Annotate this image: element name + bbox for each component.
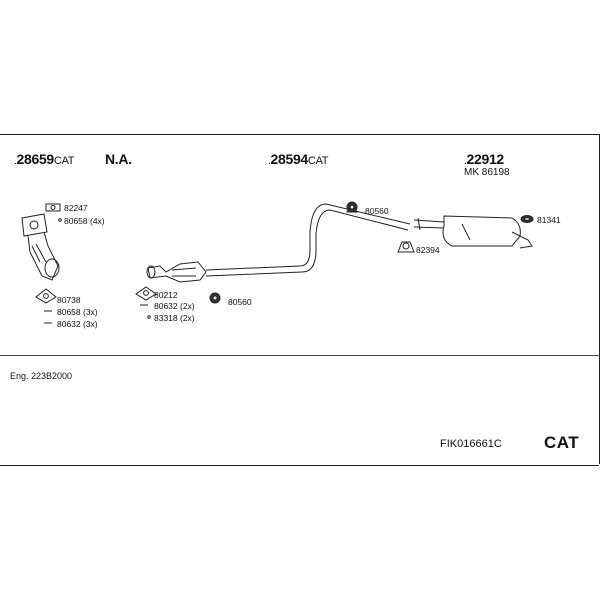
bolt-icon xyxy=(58,218,62,222)
kit-code: FIK016661C xyxy=(440,438,502,450)
engine-code: Eng. 223B2000 xyxy=(10,371,73,381)
clamp-icon xyxy=(397,241,415,253)
gasket-icon xyxy=(135,286,157,301)
group-28659[interactable]: .28659CAT xyxy=(14,151,75,167)
group-number: 28594 xyxy=(270,151,308,167)
part-80560-a-label[interactable]: 80560 xyxy=(365,206,389,216)
group-22912[interactable]: .22912 xyxy=(464,152,504,167)
group-suffix: CAT xyxy=(53,155,75,167)
diagram-frame xyxy=(0,134,599,466)
bolt-icon xyxy=(44,310,52,324)
mk-label: MK 86198 xyxy=(464,167,510,178)
group-28594[interactable]: .28594CAT xyxy=(268,151,329,167)
group-prefix: . xyxy=(268,156,271,167)
kit-type: CAT xyxy=(544,433,580,452)
part-80658-3x-label[interactable]: 80658 (3x) xyxy=(57,307,98,317)
group-suffix: CAT xyxy=(307,155,329,167)
part-83318-2x-label[interactable]: 83318 (2x) xyxy=(154,313,195,323)
rear-silencer[interactable] xyxy=(413,215,533,249)
part-82394-label[interactable]: 82394 xyxy=(416,245,440,255)
part-80658-4x-label[interactable]: 80658 (4x) xyxy=(64,216,105,226)
bolt-icon xyxy=(140,304,151,319)
rubber-hanger-icon xyxy=(209,292,221,304)
part-81341-label[interactable]: 81341 xyxy=(537,215,561,225)
group-number: 28659 xyxy=(16,151,54,167)
front-pipe-catalyst[interactable] xyxy=(146,203,411,283)
part-80738-label[interactable]: 80738 xyxy=(57,295,81,305)
gasket-icon xyxy=(35,288,57,304)
part-80632-3x-label[interactable]: 80632 (3x) xyxy=(57,319,98,329)
section-divider xyxy=(0,355,599,356)
group-number: 22912 xyxy=(466,151,504,167)
part-82247-label[interactable]: 82247 xyxy=(64,203,88,213)
group-prefix: . xyxy=(14,156,17,167)
na-label: N.A. xyxy=(105,151,132,167)
part-80212-label[interactable]: 80212 xyxy=(154,290,178,300)
part-80560-b-label[interactable]: 80560 xyxy=(228,297,252,307)
group-prefix: . xyxy=(464,156,467,167)
clamp-icon xyxy=(45,203,61,212)
part-80632-2x-label[interactable]: 80632 (2x) xyxy=(154,301,195,311)
rubber-hanger-icon xyxy=(346,201,358,213)
manifold-catalyst[interactable] xyxy=(21,213,60,281)
rubber-hanger-icon xyxy=(520,215,534,223)
